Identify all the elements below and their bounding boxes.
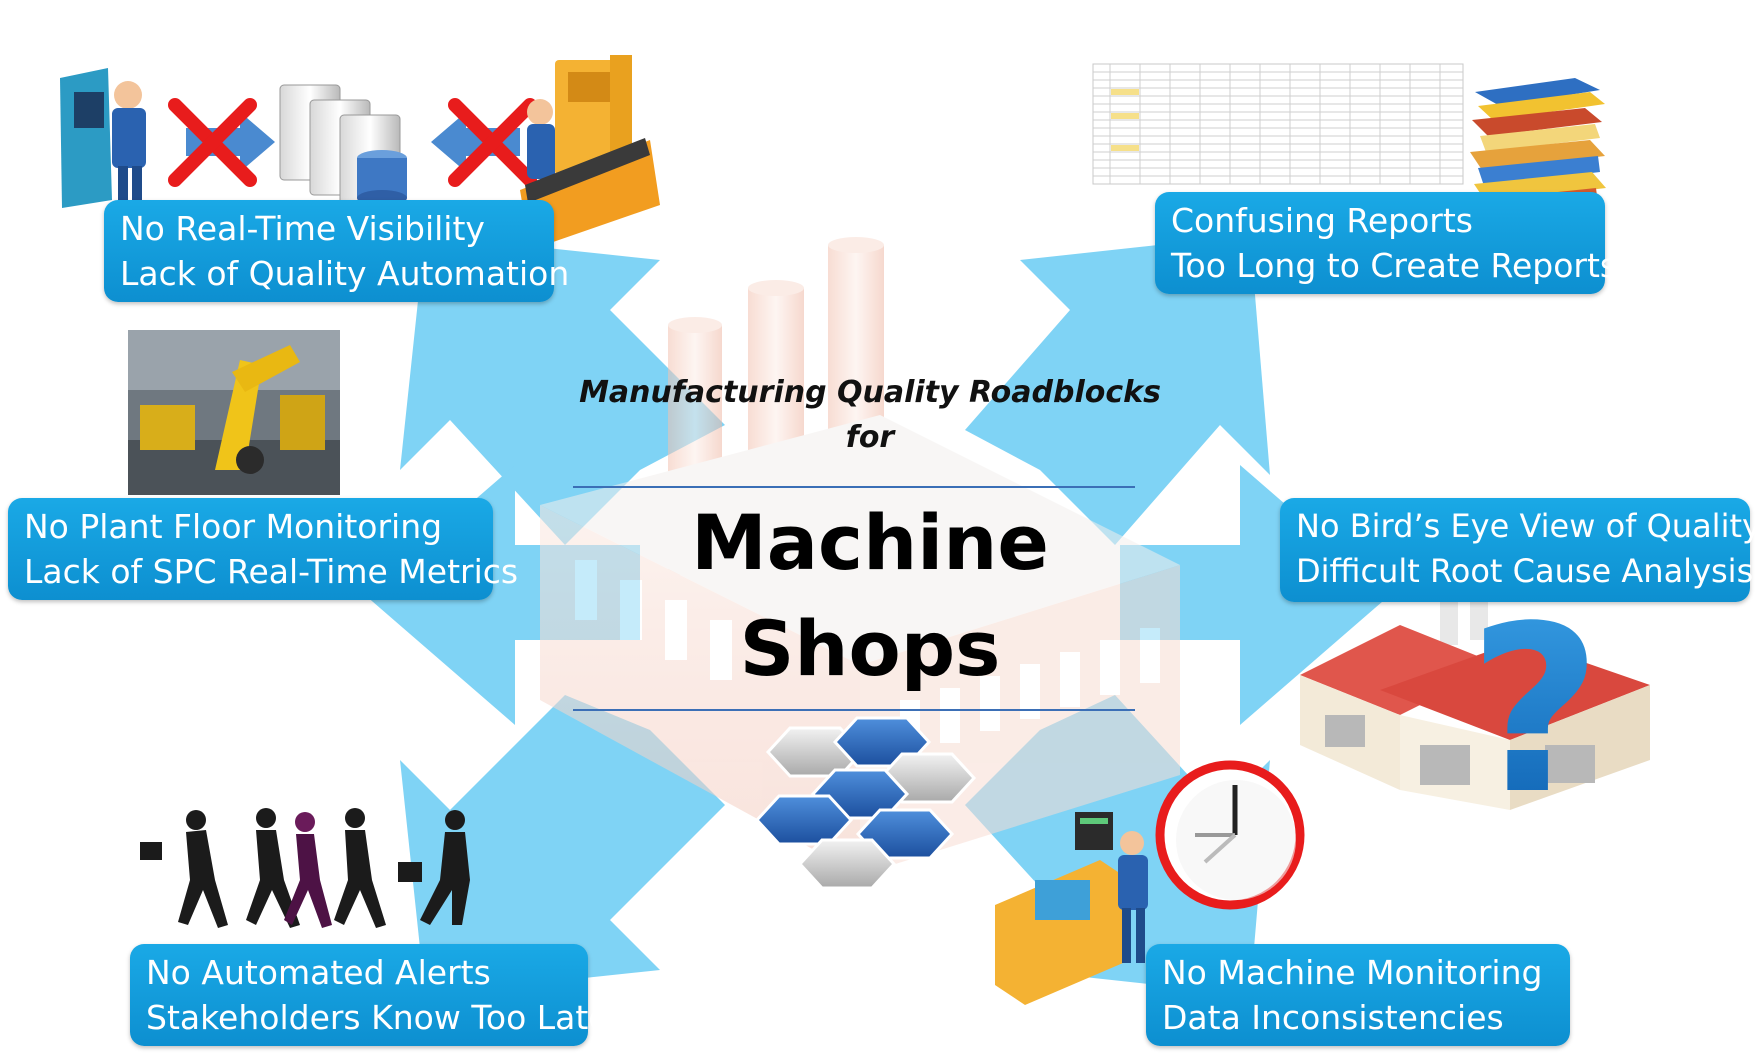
callout-top-left-line-1: No Real-Time Visibility: [120, 209, 485, 248]
callout-bottom-right-line-1: No Machine Monitoring: [1162, 953, 1543, 992]
callout-top-left: No Real-Time Visibility Lack of Quality …: [104, 200, 570, 302]
callout-bottom-left-line-2: Stakeholders Know Too Late: [146, 998, 609, 1037]
factory-question-icon: [1300, 580, 1650, 810]
arrow-left: [365, 465, 640, 725]
callout-top-right: Confusing Reports Too Long to Create Rep…: [1155, 192, 1618, 294]
hexagon-cluster-icon: [754, 716, 977, 890]
callout-mid-left-line-1: No Plant Floor Monitoring: [24, 507, 443, 546]
robotic-arm-photo-icon: [128, 330, 340, 495]
callout-top-right-line-1: Confusing Reports: [1171, 201, 1473, 240]
callout-top-left-line-2: Lack of Quality Automation: [120, 254, 570, 293]
main-title-line-1: Machine: [691, 498, 1049, 587]
callout-bottom-left-line-1: No Automated Alerts: [146, 953, 491, 992]
blocked-connection-icon: [168, 98, 275, 187]
callout-mid-right: No Bird’s Eye View of Quality Difficult …: [1280, 498, 1755, 602]
arrow-up-right: [965, 235, 1270, 545]
arrow-down-left: [400, 695, 725, 995]
subtitle-text: Manufacturing Quality Roadblocks for: [570, 370, 1170, 460]
center-subtitle: Manufacturing Quality Roadblocks for: [570, 370, 1170, 460]
callout-mid-left: No Plant Floor Monitoring Lack of SPC Re…: [8, 498, 519, 600]
arrow-right: [1120, 465, 1390, 725]
callout-mid-right-line-2: Difficult Root Cause Analysis: [1296, 552, 1754, 590]
callout-mid-left-line-2: Lack of SPC Real-Time Metrics: [24, 552, 519, 591]
robot-machine-icon: [520, 55, 660, 250]
operator-terminal-icon: [60, 68, 146, 210]
callout-bottom-right: No Machine Monitoring Data Inconsistenci…: [1146, 944, 1570, 1046]
main-title: Machine Shops: [570, 490, 1170, 702]
svg-text:?: ?: [1468, 578, 1601, 845]
subtitle-line-2: Roadblocks for: [845, 375, 1161, 455]
callout-mid-right-line-1: No Bird’s Eye View of Quality: [1296, 507, 1755, 545]
cnc-machine-icon: [995, 812, 1148, 1005]
blocked-connection-icon-2: [431, 98, 537, 187]
server-database-icon: [279, 84, 407, 211]
main-title-line-2: Shops: [739, 604, 1001, 693]
spreadsheet-report-icon: [1092, 63, 1464, 185]
callout-top-right-line-2: Too Long to Create Reports: [1171, 246, 1618, 285]
subtitle-line-1: Manufacturing Quality: [579, 375, 959, 410]
running-people-icon: [140, 808, 470, 928]
callout-bottom-left: No Automated Alerts Stakeholders Know To…: [130, 944, 609, 1046]
question-mark-icon: ?: [1468, 578, 1601, 845]
callout-bottom-right-line-2: Data Inconsistencies: [1162, 998, 1504, 1037]
arrow-up-left: [400, 235, 725, 545]
clock-icon: [1155, 760, 1305, 910]
